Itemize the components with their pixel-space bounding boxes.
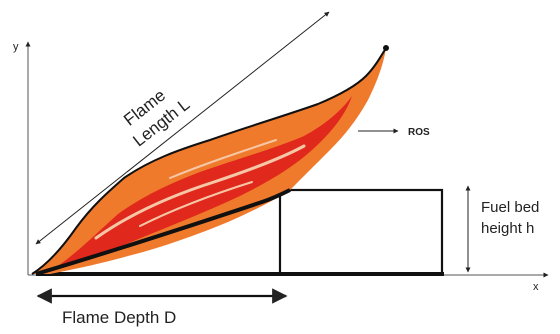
flame-body: [32, 48, 386, 274]
x-axis-label: x: [533, 281, 539, 293]
flame-depth-label: Flame Depth D: [62, 308, 176, 327]
flame: [32, 45, 389, 274]
flame-depth-indicator: Flame Depth D: [38, 296, 286, 327]
ros-label: ROS: [408, 127, 430, 138]
fuel-bed-height-indicator: Fuel bed height h: [468, 186, 539, 272]
flame-tip: [383, 45, 389, 51]
fuel-bed-label-line1: Fuel bed: [481, 199, 539, 216]
y-axis-label: y: [13, 41, 19, 53]
fuel-bed: [280, 190, 442, 274]
fuel-bed-label-line2: height h: [481, 220, 534, 237]
ros-indicator: ROS: [358, 127, 430, 138]
